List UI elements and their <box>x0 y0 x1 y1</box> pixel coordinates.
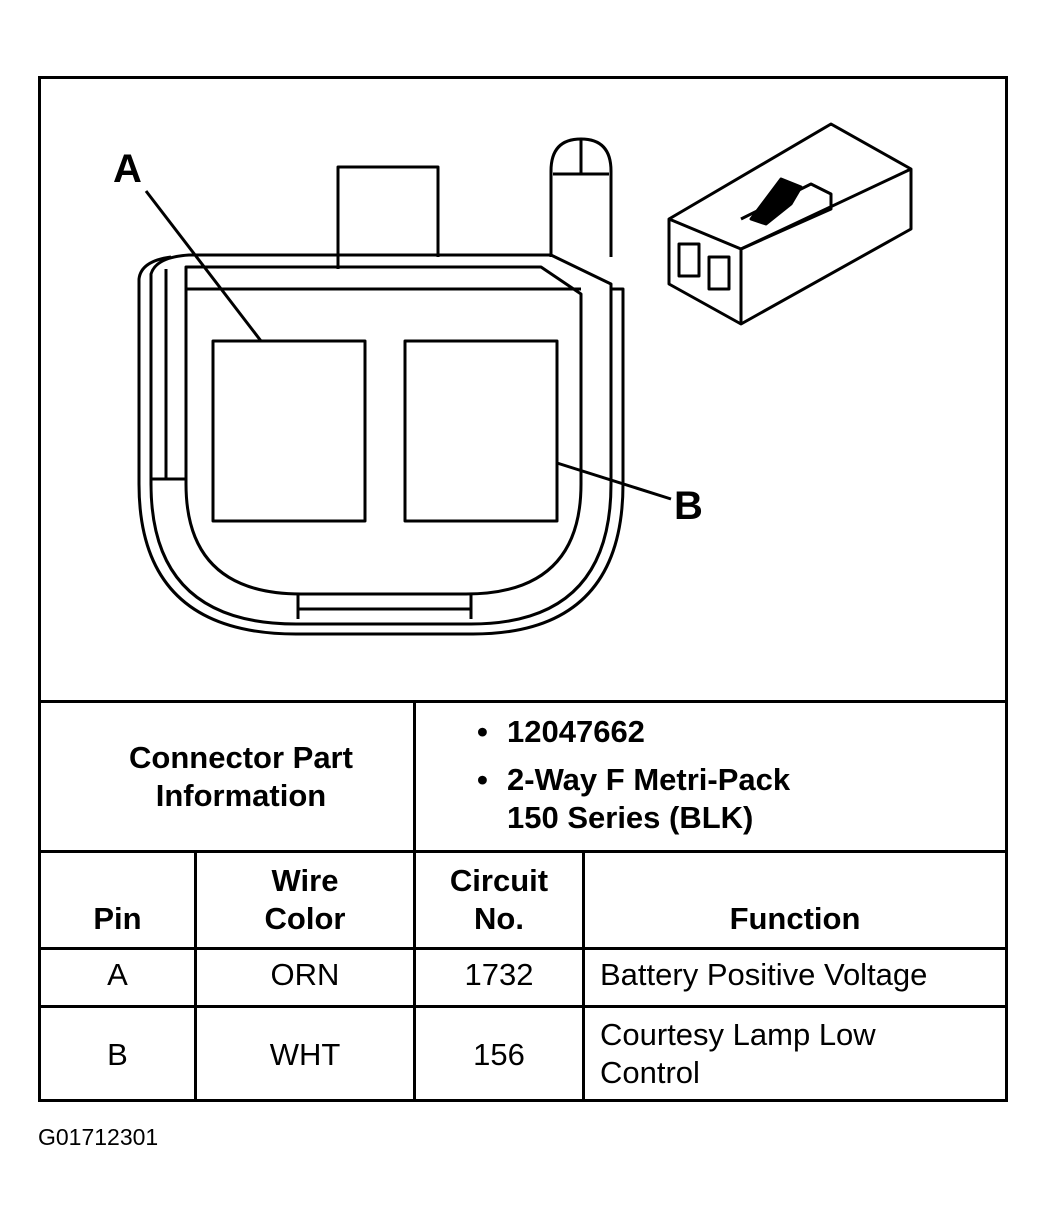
part-number: 12047662 <box>507 714 645 749</box>
connector-frame: A B Connector Part Information •12047662… <box>38 76 1008 1102</box>
header-bottom-rule <box>41 947 1005 950</box>
row-a-circuit: 1732 <box>464 957 534 992</box>
row-b-circuit: 156 <box>473 1037 525 1072</box>
header-pin: Pin <box>41 900 194 938</box>
connector-outer-shell <box>149 253 613 626</box>
bottom-key <box>296 594 473 619</box>
pin-label-b: B <box>674 484 703 528</box>
row-a-pin: A <box>107 957 128 992</box>
row-divider <box>41 1005 1005 1008</box>
table-row: B WHT 156 Courtesy Lamp Low Control <box>41 1014 1005 1099</box>
header-circuit-line2: No. <box>474 901 524 936</box>
row-a-wire-color: ORN <box>270 957 340 992</box>
leader-b <box>556 461 672 501</box>
cavity-a <box>211 339 367 523</box>
part-info-divider <box>413 700 416 850</box>
header-circuit-line1: Circuit <box>449 863 549 898</box>
pin-label-a: A <box>113 147 142 191</box>
header-wire-color-line1: Wire <box>271 863 339 898</box>
connector-3d-icon <box>667 122 913 326</box>
leader-a <box>144 190 263 342</box>
part-info-label: Connector Part Information <box>91 739 391 815</box>
cavity-b <box>403 339 559 523</box>
header-circuit: Circuit No. <box>416 862 582 938</box>
table-top-rule <box>41 700 1005 703</box>
connector-face-diagram: A B <box>113 122 913 636</box>
row-b-function: Courtesy Lamp Low Control <box>600 1017 876 1090</box>
header-wire-color-line2: Color <box>264 901 346 936</box>
row-b-wire-color: WHT <box>269 1037 341 1072</box>
top-latch <box>336 165 440 269</box>
header-function-text: Function <box>729 901 861 936</box>
row-a-function: Battery Positive Voltage <box>600 957 928 992</box>
table-row: A ORN 1732 Battery Positive Voltage <box>41 956 1005 1001</box>
part-description-line1: 2-Way F Metri-Pack <box>507 762 791 797</box>
header-wire-color: Wire Color <box>197 862 413 938</box>
figure-id: G01712301 <box>38 1124 159 1150</box>
part-info-label-text: Connector Part Information <box>129 740 353 813</box>
row-b-pin: B <box>107 1037 128 1072</box>
header-top-rule <box>41 850 1005 853</box>
col-divider-1 <box>194 850 197 1102</box>
header-function: Function <box>585 900 1005 938</box>
connector-inner-rim <box>184 265 583 596</box>
col-divider-2 <box>413 850 416 1102</box>
part-description-line2: 150 Series (BLK) <box>507 800 754 835</box>
col-divider-3 <box>582 850 585 1102</box>
part-number-bullet: •12047662 <box>477 714 645 749</box>
header-pin-text: Pin <box>93 901 142 936</box>
